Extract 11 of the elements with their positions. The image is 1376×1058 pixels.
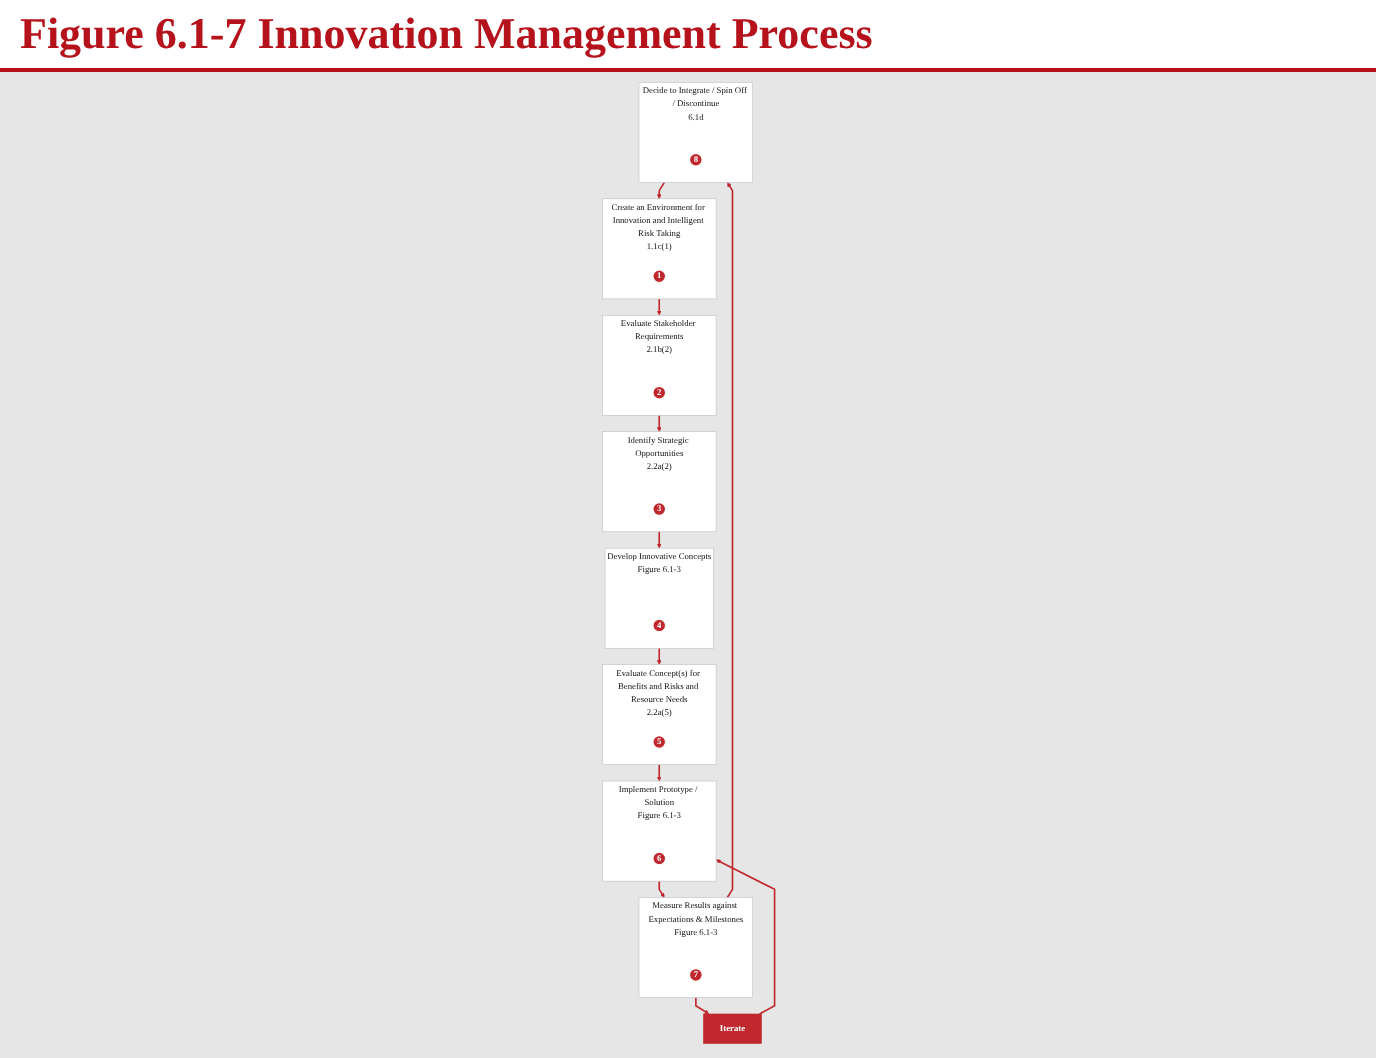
arrow [657, 879, 665, 897]
arrow [656, 413, 662, 431]
figure-title: Figure 6.1-7 Innovation Management Process [0, 0, 1376, 72]
arrow [656, 297, 662, 315]
arrow [656, 762, 662, 781]
arrow [726, 181, 733, 898]
arrow [656, 530, 662, 548]
arrow [694, 995, 709, 1014]
arrow [656, 646, 662, 664]
arrow [656, 180, 665, 199]
arrow [715, 858, 775, 1014]
